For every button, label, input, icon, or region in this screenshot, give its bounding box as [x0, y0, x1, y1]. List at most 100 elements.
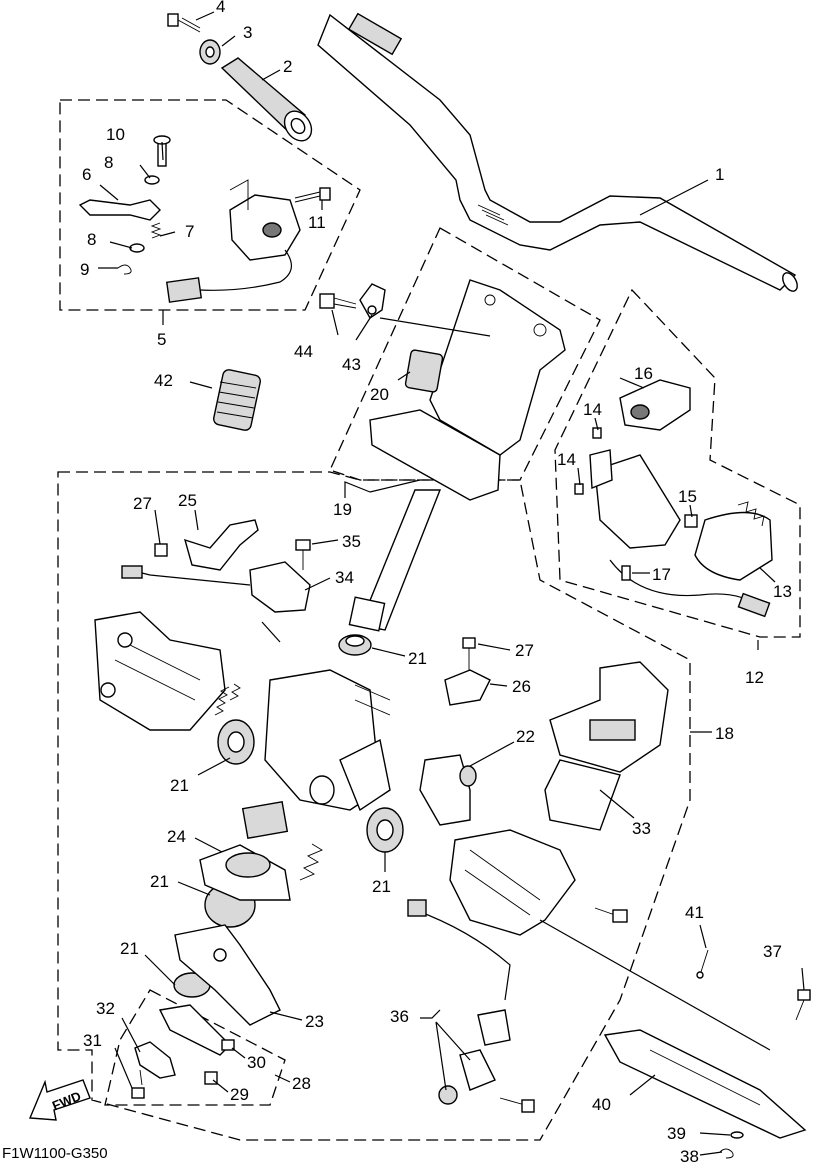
callout-14a: 14 [583, 400, 602, 419]
bracket-28 [158, 1004, 231, 1056]
switch-body [589, 449, 681, 549]
callout-17: 17 [652, 565, 671, 584]
collar [404, 349, 444, 393]
collar-30 [221, 1039, 235, 1051]
callout-34: 34 [335, 568, 354, 587]
callout-35: 35 [342, 532, 361, 551]
callout-7: 7 [185, 222, 194, 241]
bolt-37 [795, 989, 811, 1021]
group-outline-main-assembly [57, 471, 691, 1141]
bracket-32 [134, 1041, 176, 1079]
bolt-right [594, 907, 628, 923]
callout-25: 25 [178, 491, 197, 510]
grip [220, 57, 313, 142]
callout-21a: 21 [408, 649, 427, 668]
callout-15: 15 [678, 487, 697, 506]
callout-18: 18 [715, 724, 734, 743]
callout-2: 2 [283, 57, 292, 76]
callout-37: 37 [763, 942, 782, 961]
callout-1: 1 [715, 165, 724, 184]
diagram-code: F1W1100-G350 [2, 1145, 108, 1162]
callout-36: 36 [390, 1007, 409, 1026]
callout-8a: 8 [104, 153, 113, 172]
callout-27b: 27 [515, 641, 534, 660]
callout-30: 30 [247, 1053, 266, 1072]
group-outline-switch-assembly [554, 288, 801, 638]
bolt-35 [295, 539, 311, 570]
callout-23: 23 [305, 1012, 324, 1031]
actuator-22 [419, 754, 477, 826]
leader-lines [98, 11, 805, 1156]
lever-40 [603, 1029, 807, 1139]
callout-44: 44 [294, 342, 313, 361]
gear-block [241, 800, 289, 840]
callout-31: 31 [83, 1031, 102, 1050]
bolt-44 [319, 293, 357, 309]
spring [150, 222, 162, 239]
rubber-boot [213, 369, 261, 431]
throttle-cable-band [694, 501, 773, 581]
clip [117, 264, 132, 275]
callout-19: 19 [333, 500, 352, 519]
module-33 [544, 661, 669, 831]
lever [78, 199, 161, 221]
stay-bracket [359, 283, 386, 320]
plate-23 [174, 924, 281, 1026]
callout-20: 20 [370, 385, 389, 404]
bracket-25 [183, 519, 259, 571]
callout-22: 22 [516, 727, 535, 746]
callout-21c: 21 [150, 872, 169, 891]
pin-bolt [153, 135, 171, 167]
lever-holder [229, 179, 301, 261]
callout-38: 38 [680, 1147, 699, 1163]
steering-column [348, 279, 566, 632]
washer-39 [730, 1131, 744, 1139]
callout-12: 12 [745, 668, 764, 687]
callout-39: 39 [667, 1124, 686, 1143]
bracket-18 [449, 829, 576, 936]
lower-spring [299, 843, 323, 881]
clip-38 [719, 1148, 734, 1159]
coupler-24 [199, 844, 291, 901]
callout-21d: 21 [372, 877, 391, 896]
sensor-34 [121, 561, 311, 613]
callout-28: 28 [292, 1074, 311, 1093]
washer [199, 39, 221, 65]
callout-9: 9 [80, 260, 89, 279]
callout-5: 5 [157, 330, 166, 349]
callout-21b: 21 [170, 776, 189, 795]
callout-10: 10 [106, 125, 125, 144]
group-outline-lever-assembly [59, 99, 361, 311]
lever-switch-wire [165, 249, 292, 303]
fwd-arrow-icon: FWD [28, 1079, 91, 1121]
callout-13: 13 [773, 582, 792, 601]
bracket-26 [444, 669, 491, 706]
callout-14b: 14 [557, 450, 576, 469]
callout-33: 33 [632, 819, 651, 838]
screw-holder [294, 187, 331, 203]
left-springs [214, 683, 241, 716]
screw-top [167, 13, 201, 33]
callout-4: 4 [216, 0, 225, 16]
callout-16: 16 [634, 364, 653, 383]
pin-41 [696, 949, 709, 979]
switch-screws [574, 427, 698, 581]
callout-8b: 8 [87, 230, 96, 249]
steering-shaft-body [264, 669, 391, 812]
washer-small [129, 175, 160, 253]
handlebar [317, 12, 798, 292]
callout-labels: 1 2 3 4 5 6 7 8 8 9 10 11 12 13 14 14 15… [80, 0, 792, 1163]
callout-32: 32 [96, 999, 115, 1018]
callout-43: 43 [342, 355, 361, 374]
sensor-36 [407, 899, 535, 1113]
callout-11: 11 [308, 213, 326, 232]
callout-41: 41 [685, 903, 704, 922]
callout-24: 24 [167, 827, 186, 846]
callout-21e: 21 [120, 939, 139, 958]
group-outline-bracket-assembly [104, 989, 286, 1106]
callout-42: 42 [154, 371, 173, 390]
callout-27a: 27 [133, 494, 152, 513]
callout-3: 3 [243, 23, 252, 42]
bolt-27b [462, 637, 476, 670]
